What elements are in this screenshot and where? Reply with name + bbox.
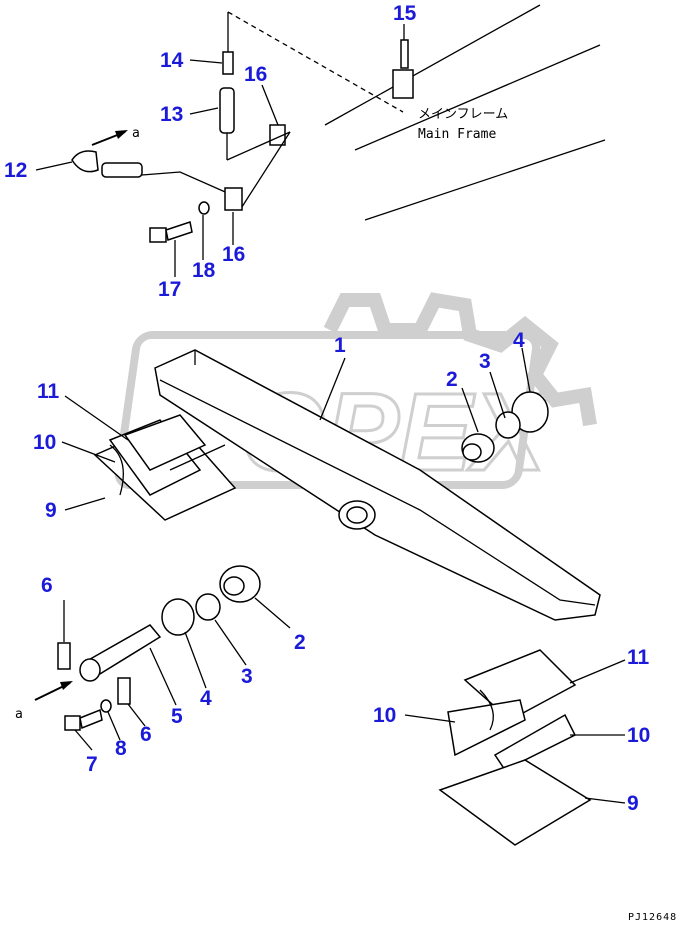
leader-lines (35, 24, 626, 804)
spacer-4-left (161, 598, 195, 636)
pipe-end (101, 162, 143, 178)
washer-8 (100, 699, 112, 713)
callout-2-left: 2 (294, 631, 306, 654)
main-frame-label-jp: メインフレーム (418, 107, 508, 122)
equalizer-bar-assembly: a (15, 349, 601, 731)
main-frame-outline: メインフレーム Main Frame (227, 4, 606, 221)
callout-6-lower: 6 (140, 723, 152, 746)
seal-3-left (195, 593, 221, 621)
callout-16-lower: 16 (222, 243, 245, 266)
bolt-7-shank (79, 708, 103, 730)
callout-10-left: 10 (33, 431, 56, 454)
plate-6-upper (57, 642, 71, 670)
clip-16-upper (269, 124, 286, 146)
callout-7: 7 (86, 753, 98, 776)
callout-8: 8 (115, 737, 127, 760)
cap-11-left (123, 414, 207, 471)
callout-4-right: 4 (513, 329, 525, 352)
pad-support-9-right (438, 759, 592, 846)
clip-16-lower (224, 187, 243, 211)
callout-18: 18 (192, 259, 216, 282)
lube-fittings-group: a (71, 39, 414, 243)
view-label-bottom: a (15, 707, 23, 722)
callout-10-right-upper: 10 (373, 704, 396, 727)
callout-14: 14 (160, 49, 184, 72)
bracket-part-15 (392, 69, 414, 99)
drawing-code: PJ12648 (628, 912, 677, 923)
main-frame-label-en: Main Frame (418, 127, 496, 142)
callout-3-left: 3 (241, 665, 253, 688)
pad-10-right-upper (447, 699, 526, 757)
callout-15: 15 (393, 2, 417, 25)
view-arrow-top-icon (115, 130, 128, 139)
callout-numbers: 1 2 3 4 11 10 9 2 3 4 5 6 6 7 8 11 10 10… (4, 2, 650, 815)
callout-5: 5 (171, 705, 183, 728)
callout-12: 12 (4, 159, 27, 182)
grease-fitting-14 (222, 51, 234, 75)
callout-11-left: 11 (37, 380, 60, 403)
callout-2-right: 2 (446, 368, 458, 391)
callout-11-right: 11 (627, 646, 650, 669)
right-pad-assembly (438, 649, 592, 846)
callout-1: 1 (334, 334, 346, 357)
left-pad-assembly (93, 414, 237, 521)
bolt-17-shank (165, 221, 193, 241)
hose-13 (219, 87, 235, 134)
bolt-7-head (64, 715, 81, 731)
callout-10-right-lower: 10 (627, 724, 650, 747)
seal-3-right (495, 411, 521, 439)
callout-9-left: 9 (45, 499, 57, 522)
grease-fitting-15 (400, 39, 409, 69)
callout-9-right: 9 (627, 792, 639, 815)
callout-4-left: 4 (200, 687, 212, 710)
callout-13: 13 (160, 103, 183, 126)
bolt-17-head (149, 227, 167, 243)
elbow-fitting-12 (71, 150, 99, 173)
callout-16-upper: 16 (244, 63, 267, 86)
callout-6-upper: 6 (41, 574, 53, 597)
callout-17: 17 (158, 278, 181, 301)
callout-3-right: 3 (479, 350, 491, 373)
equalizer-bar-1 (154, 349, 601, 621)
view-label-top: a (132, 126, 140, 141)
view-arrow-bottom-icon (60, 681, 73, 690)
washer-18 (198, 201, 210, 215)
plate-6-lower (117, 677, 131, 705)
